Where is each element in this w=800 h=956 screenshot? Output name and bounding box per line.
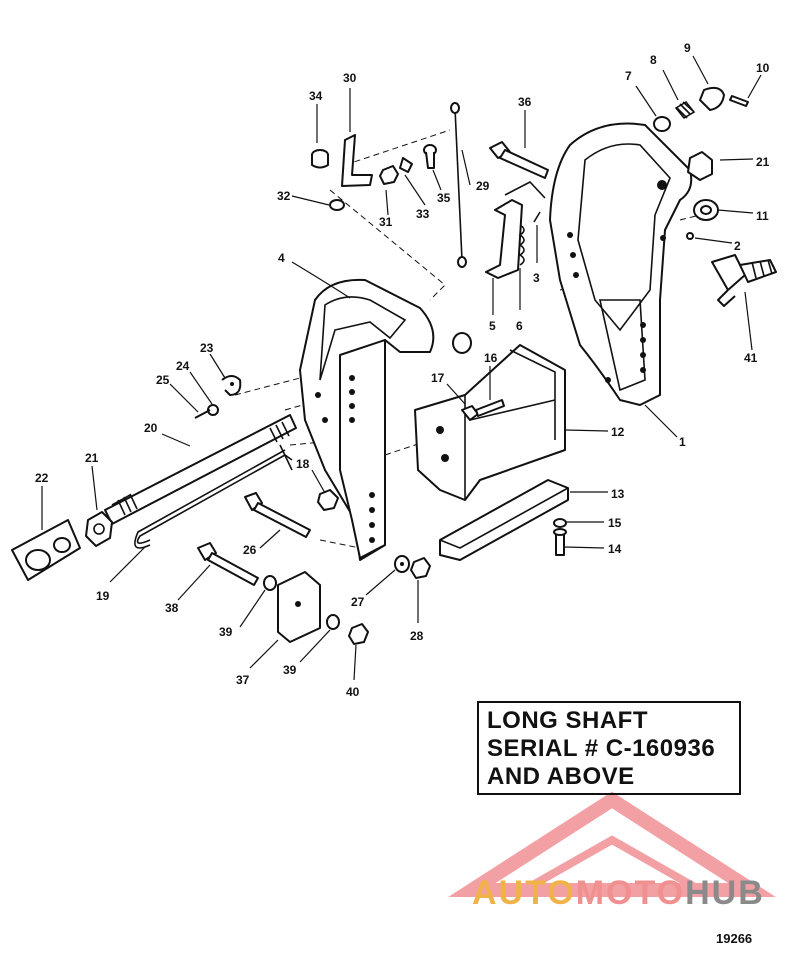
transom-bracket-left <box>299 278 435 561</box>
callout-33: 33 <box>416 207 430 221</box>
callout-11: 11 <box>756 209 769 223</box>
callout-7: 7 <box>625 69 632 83</box>
callout-36: 36 <box>518 95 532 109</box>
nut-left <box>85 511 113 547</box>
callout-23: 23 <box>200 341 214 355</box>
callout-16: 16 <box>484 351 498 365</box>
cap-nut-assembly <box>11 519 81 581</box>
callout-26: 26 <box>243 543 257 557</box>
callout-21-right: 21 <box>756 155 770 169</box>
callout-13: 13 <box>611 487 625 501</box>
watermark-text-auto: AUTO <box>472 874 576 912</box>
callout-35: 35 <box>437 191 451 205</box>
link-rod <box>450 102 467 268</box>
watermark-text-hub: HUB <box>685 874 765 912</box>
callout-30: 30 <box>343 71 357 85</box>
note-line-2: SERIAL # C-160936 <box>487 735 716 762</box>
callout-3: 3 <box>533 271 540 285</box>
watermark-logo: AUTOMOTOHUB <box>472 874 765 912</box>
callout-22: 22 <box>35 471 49 485</box>
support-plate <box>439 479 569 561</box>
callout-29: 29 <box>476 179 490 193</box>
grease-fitting <box>711 254 777 307</box>
callout-38: 38 <box>165 601 179 615</box>
plate-screw <box>553 518 567 556</box>
lever-hardware <box>311 134 437 211</box>
tilt-lock-parts <box>485 181 546 279</box>
callout-9: 9 <box>684 41 691 55</box>
ground-strap-hardware <box>194 375 242 419</box>
watermark-triangle <box>448 791 776 897</box>
watermark-text-moto: MOTO <box>576 874 685 912</box>
note-line-3: AND ABOVE <box>487 763 635 790</box>
callout-19: 19 <box>96 589 110 603</box>
note-line-1: LONG SHAFT <box>487 707 648 734</box>
callout-39-upper: 39 <box>219 625 233 639</box>
callout-24: 24 <box>176 359 190 373</box>
callout-39-lower: 39 <box>283 663 297 677</box>
bolts-lower <box>197 492 311 591</box>
transom-bracket-right <box>549 122 693 406</box>
callout-14: 14 <box>608 542 622 556</box>
watermark-text: AUTOMOTOHUB <box>472 874 765 912</box>
callout-40: 40 <box>346 685 360 699</box>
bracket-fasteners <box>317 399 505 511</box>
plunger-parts <box>653 86 749 132</box>
callout-28: 28 <box>410 629 424 643</box>
callout-17: 17 <box>431 371 445 385</box>
callout-27: 27 <box>351 595 365 609</box>
callout-41: 41 <box>744 351 758 365</box>
callout-2: 2 <box>734 239 741 253</box>
washers-nuts-lower <box>348 332 472 645</box>
callout-4: 4 <box>278 251 285 265</box>
callout-32: 32 <box>277 189 291 203</box>
callout-5: 5 <box>489 319 496 333</box>
spacer-block <box>277 571 340 643</box>
figure-number: 19266 <box>716 931 753 946</box>
callout-12: 12 <box>611 425 625 439</box>
callout-21-left: 21 <box>85 451 99 465</box>
callout-6: 6 <box>516 319 523 333</box>
note-box: LONG SHAFT SERIAL # C-160936 AND ABOVE <box>477 701 741 795</box>
right-side-hardware <box>686 151 719 240</box>
callout-31: 31 <box>379 215 393 229</box>
callout-labels: 1 2 3 4 5 6 7 8 9 10 11 12 13 14 15 16 1… <box>35 41 770 699</box>
callout-18: 18 <box>296 457 310 471</box>
callout-1: 1 <box>679 435 686 449</box>
callout-15: 15 <box>608 516 622 530</box>
leader-lines <box>41 55 762 681</box>
callout-10: 10 <box>756 61 770 75</box>
callout-20: 20 <box>144 421 158 435</box>
callout-8: 8 <box>650 53 657 67</box>
long-bolt <box>489 141 549 179</box>
callout-37: 37 <box>236 673 250 687</box>
callout-25: 25 <box>156 373 170 387</box>
callout-34: 34 <box>309 89 323 103</box>
